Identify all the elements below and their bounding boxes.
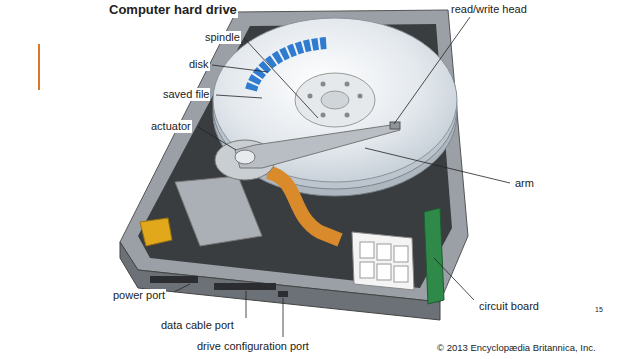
screw-hole xyxy=(321,113,326,118)
circuit-board xyxy=(424,208,444,304)
connector-cell xyxy=(360,242,374,258)
connector-block xyxy=(352,232,414,290)
leader-line xyxy=(216,95,262,98)
accent-bar xyxy=(38,44,40,90)
spindle-hub xyxy=(295,73,375,127)
part-label: spindle xyxy=(204,31,241,44)
leader-line xyxy=(244,38,318,118)
screw-hole xyxy=(321,82,326,87)
leader-line xyxy=(394,17,470,124)
part-label: power port xyxy=(112,289,166,302)
slide-number: 15 xyxy=(594,306,604,314)
diagram-title: Computer hard drive xyxy=(108,3,238,18)
data-cable-port xyxy=(214,283,276,290)
screw-hole xyxy=(345,82,350,87)
actuator-arm xyxy=(235,124,400,168)
disk-platter xyxy=(213,18,457,182)
leader-line xyxy=(434,258,474,300)
leader-line xyxy=(283,298,284,337)
power-port xyxy=(150,276,198,283)
part-label: circuit board xyxy=(478,300,540,313)
part-label: actuator xyxy=(150,120,192,133)
screw-hole xyxy=(358,94,363,99)
pivot-cap xyxy=(235,150,255,164)
leader-line xyxy=(174,284,190,292)
configuration-port xyxy=(278,291,288,297)
screw-hole xyxy=(308,94,313,99)
leader-line xyxy=(365,148,510,183)
connector-cell xyxy=(360,262,374,278)
housing-top xyxy=(120,10,468,302)
yellow-block xyxy=(140,218,172,246)
connector-cell xyxy=(394,246,408,262)
connector-cell xyxy=(377,264,391,280)
spindle-center xyxy=(321,91,349,109)
part-label: disk xyxy=(188,58,210,71)
part-label: arm xyxy=(514,177,535,190)
connector-cell xyxy=(377,244,391,260)
copyright-credit: © 2013 Encyclopædia Britannica, Inc. xyxy=(436,343,597,354)
ribbon-cable xyxy=(268,172,340,240)
leader-line xyxy=(246,291,247,318)
connector-cell xyxy=(394,266,408,282)
part-label: read/write head xyxy=(450,3,528,16)
magnet-plate xyxy=(175,176,262,246)
part-label: data cable port xyxy=(160,319,235,332)
part-label: saved file xyxy=(162,88,210,101)
leader-line xyxy=(198,127,236,150)
screw-hole xyxy=(345,113,350,118)
part-label: drive configuration port xyxy=(196,340,310,353)
leader-line xyxy=(212,65,268,72)
